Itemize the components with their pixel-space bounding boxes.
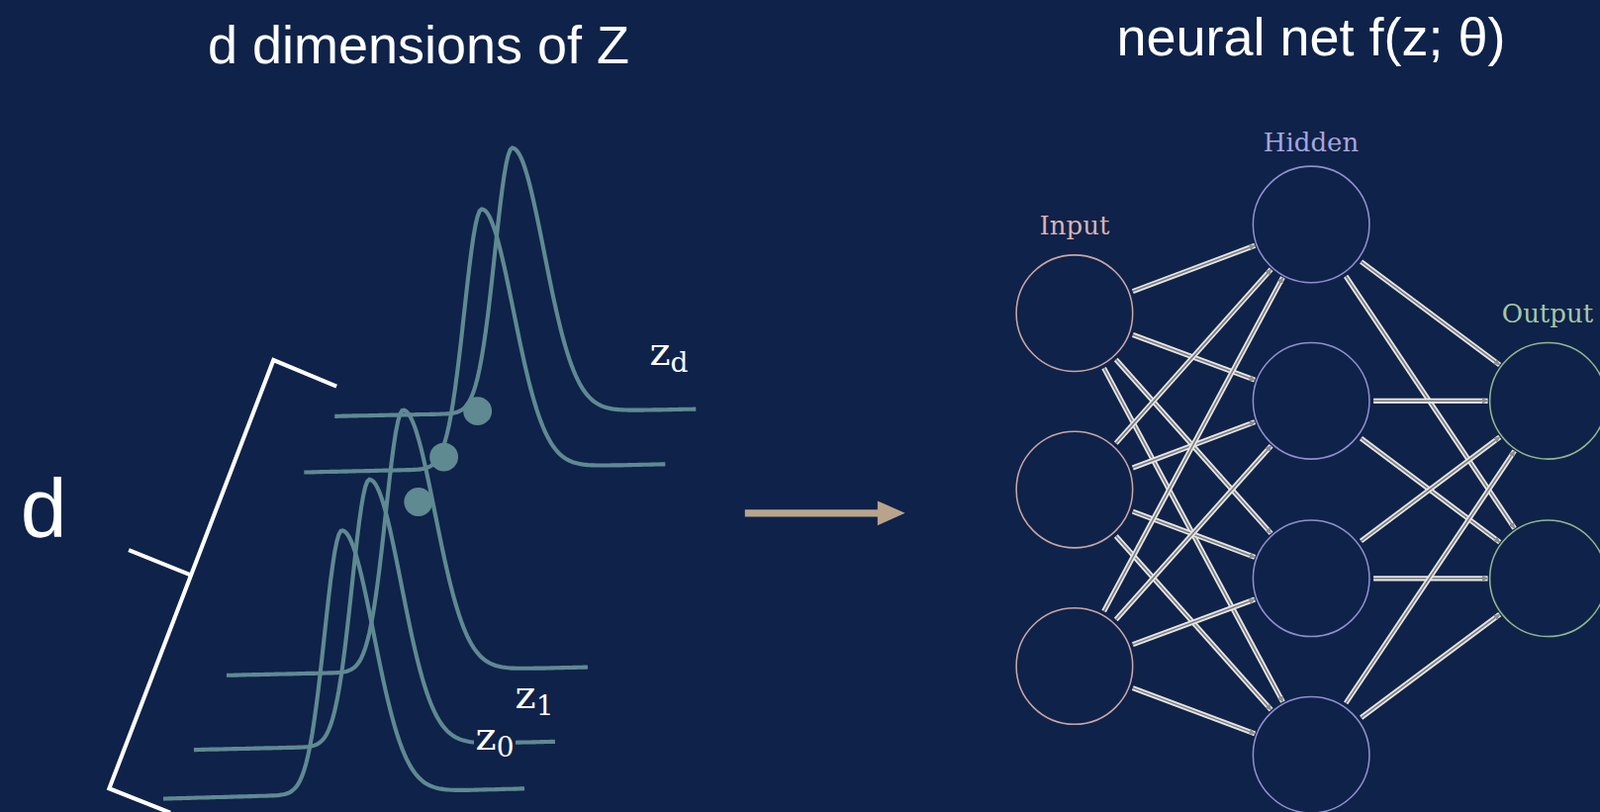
neuron <box>1490 343 1600 461</box>
bracket-tick <box>130 551 189 575</box>
gaussian-curve <box>334 148 696 417</box>
connection-line <box>1132 599 1255 646</box>
dot <box>403 487 433 517</box>
connection-arrow <box>1361 614 1501 718</box>
connection-arrow <box>1132 599 1255 646</box>
dimension-label: d <box>20 463 68 555</box>
flow-arrowhead <box>877 500 906 526</box>
connection-arrow <box>1116 446 1272 621</box>
bracket-line <box>108 360 335 812</box>
neuron <box>1016 608 1133 726</box>
connection-line <box>1360 437 1500 542</box>
layer-label: Input <box>1039 211 1111 241</box>
connection-line <box>1132 688 1255 735</box>
dot <box>429 443 459 472</box>
connection-arrow <box>1373 400 1489 403</box>
connection-line <box>1361 614 1501 718</box>
connection-line <box>1116 269 1272 444</box>
curve-label: zd <box>647 329 690 374</box>
neuron <box>1252 696 1370 812</box>
connection-arrow <box>1360 437 1500 542</box>
neuron <box>1252 343 1370 461</box>
neuron <box>1016 431 1133 549</box>
neuron <box>1252 166 1370 283</box>
curve-label: z1 <box>513 672 557 717</box>
neuron <box>1490 520 1600 638</box>
network-connections <box>1104 245 1515 735</box>
neuron <box>1016 255 1133 373</box>
panel-title: d dimensions of Z <box>207 15 630 75</box>
neuron <box>1252 520 1370 638</box>
gaussian-curves <box>163 148 696 800</box>
connection-line <box>1373 398 1489 404</box>
layer-label: Hidden <box>1263 128 1359 158</box>
connection-line <box>1361 262 1501 366</box>
network-neurons <box>1016 166 1600 812</box>
connection-arrow <box>1116 536 1272 711</box>
connection-arrow <box>1116 269 1272 444</box>
layer-label: Output <box>1502 299 1594 329</box>
dimension-bracket <box>108 360 335 812</box>
gaussian-curve <box>226 410 588 676</box>
connection-line <box>1116 536 1272 711</box>
connection-line <box>1132 245 1255 291</box>
panel-title: neural net f(z; θ) <box>1116 7 1506 67</box>
connection-line <box>1116 446 1272 621</box>
ellipsis-dots <box>403 396 492 517</box>
flow-arrow <box>745 509 888 517</box>
connection-arrow <box>1132 245 1255 291</box>
connection-arrow <box>1132 688 1255 735</box>
connection-arrow <box>1361 262 1501 366</box>
dot <box>463 396 492 426</box>
curve-label: z0 <box>473 714 517 758</box>
